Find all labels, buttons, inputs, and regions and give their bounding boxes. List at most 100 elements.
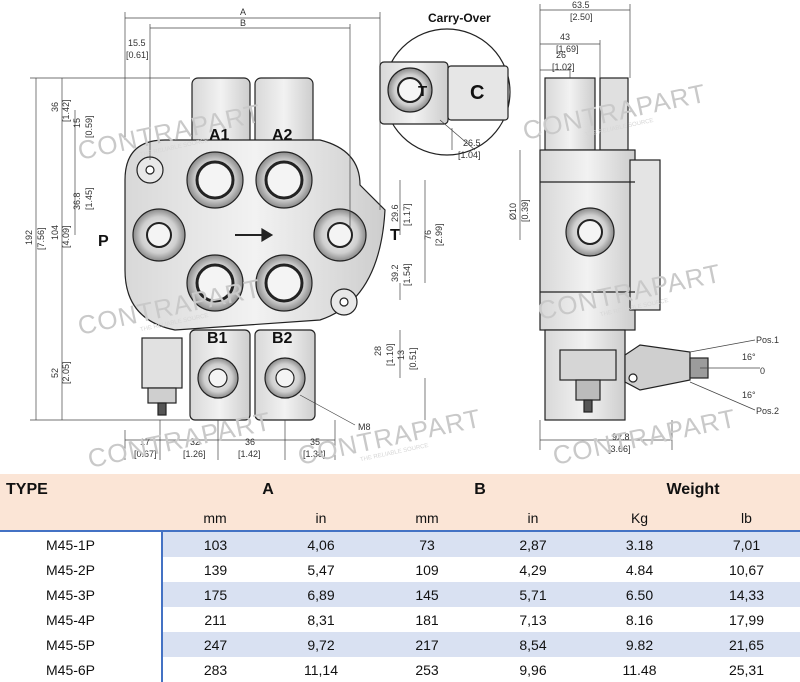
cell-kg: 3.18 [586,531,693,557]
cell-type: M45-4P [0,607,163,632]
cell-type: M45-3P [0,582,163,607]
cell-lb: 14,33 [693,582,800,607]
dim-35-in: [1.38] [303,449,326,459]
table-row: M45-3P 175 6,89 145 5,71 6.50 14,33 [0,582,800,607]
table-row: M45-6P 283 11,14 253 9,96 11.48 25,31 [0,657,800,682]
cell-b-in: 2,87 [480,531,586,557]
dim-32: 32 [190,437,200,447]
cell-a-mm: 283 [162,657,268,682]
carry-over-detail [379,28,511,156]
cell-type: M45-1P [0,531,163,557]
dim-36b: 36 [245,437,255,447]
dim-92-8: 92.8 [612,432,630,442]
dim-36-in: [1.42] [61,99,71,122]
watermark-4: CONTRAPART THE RELIABLE SOURCE [295,403,484,470]
unit-cell: mm [374,506,480,532]
cell-type: M45-2P [0,557,163,582]
carry-over-title: Carry-Over [428,11,491,25]
angle-16-top: 16° [742,352,756,362]
header-b: B [374,474,586,506]
table-row: M45-4P 211 8,31 181 7,13 8.16 17,99 [0,607,800,632]
cell-type: M45-5P [0,632,163,657]
cell-a-in: 9,72 [268,632,374,657]
header-weight: Weight [586,474,800,506]
dim-29-6-in: [1.17] [402,203,412,226]
unit-cell: Kg [586,506,693,532]
dim-m8: M8 [358,422,371,432]
cell-a-mm: 247 [162,632,268,657]
dim-28: 28 [373,346,383,356]
table-units-row: mm in mm in Kg lb [0,506,800,532]
pos-2-label: Pos.2 [756,406,779,416]
port-label-b2: B2 [272,330,293,347]
carry-port-t: T [418,83,427,100]
watermark-6: CONTRAPART [85,406,274,470]
dim-26-in: [1.02] [552,62,575,72]
dim-52-in: [2.05] [61,361,71,384]
cell-a-mm: 211 [162,607,268,632]
unit-cell: mm [162,506,268,532]
port-label-a2: A2 [272,127,293,144]
dim-104: 104 [50,225,60,240]
dim-17: 17 [140,437,150,447]
header-a: A [162,474,374,506]
cell-lb: 21,65 [693,632,800,657]
front-ports [132,151,367,399]
dim-63-5: 63.5 [572,0,590,10]
dim-76-in: [2.99] [434,223,444,246]
header-type: TYPE [0,474,162,506]
dim-b: B [240,18,246,28]
dim-36-8: 36.8 [72,192,82,210]
cell-a-in: 11,14 [268,657,374,682]
cell-a-mm: 139 [162,557,268,582]
cell-lb: 17,99 [693,607,800,632]
table-row: M45-1P 103 4,06 73 2,87 3.18 7,01 [0,531,800,557]
dim-92-8-in: [3.66] [608,444,631,454]
cell-b-in: 8,54 [480,632,586,657]
dim-a: A [240,7,246,17]
dim-17-in: [0.67] [134,449,157,459]
angle-0: 0 [760,366,765,376]
dim-15-in: [0.59] [84,115,94,138]
side-dimension-lines [519,4,760,450]
dim-36b-in: [1.42] [238,449,261,459]
dim-13-in: [0.51] [408,347,418,370]
dim-39-2: 39.2 [390,264,400,282]
port-label-p: P [98,233,109,250]
cell-kg: 11.48 [586,657,693,682]
watermark-text: CONTRAPART [295,403,484,470]
cell-b-in: 9,96 [480,657,586,682]
dim-192-in: [7.56] [36,227,46,250]
cell-b-in: 5,71 [480,582,586,607]
cell-b-in: 4,29 [480,557,586,582]
dim-36: 36 [50,102,60,112]
cell-type: M45-6P [0,657,163,682]
table-row: M45-2P 139 5,47 109 4,29 4.84 10,67 [0,557,800,582]
dim-26-5: 26.5 [463,138,481,148]
unit-cell: in [268,506,374,532]
dim-d10-in: [0.39] [520,199,530,222]
cell-b-mm: 73 [374,531,480,557]
dim-29-6: 29.6 [390,204,400,222]
dim-104-in: [4.09] [61,225,71,248]
cell-lb: 7,01 [693,531,800,557]
table-header-row: TYPE A B Weight [0,474,800,506]
dim-32-in: [1.26] [183,449,206,459]
cell-a-in: 4,06 [268,531,374,557]
dim-26-5-in: [1.04] [458,150,481,160]
port-label-b1: B1 [207,330,228,347]
specification-table: TYPE A B Weight mm in mm in Kg lb M45-1P… [0,474,800,682]
cell-b-mm: 109 [374,557,480,582]
cell-a-in: 5,47 [268,557,374,582]
cell-b-mm: 217 [374,632,480,657]
dim-13: 13 [396,350,406,360]
cell-lb: 10,67 [693,557,800,582]
cell-b-mm: 253 [374,657,480,682]
unit-cell: in [480,506,586,532]
cell-kg: 9.82 [586,632,693,657]
dim-15-5: 15.5 [128,38,146,48]
dim-35: 35 [310,437,320,447]
cell-lb: 25,31 [693,657,800,682]
cell-kg: 6.50 [586,582,693,607]
dim-63-5-in: [2.50] [570,12,593,22]
